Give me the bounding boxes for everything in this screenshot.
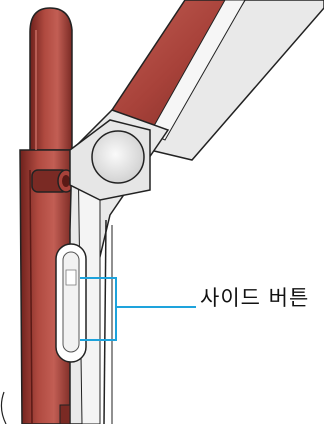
side-button-callout-label: 사이드 버튼 <box>200 282 309 312</box>
hinge <box>70 120 150 200</box>
side-button[interactable] <box>56 244 86 362</box>
hinge-pin-icon <box>32 170 74 192</box>
phone-body <box>20 8 72 424</box>
